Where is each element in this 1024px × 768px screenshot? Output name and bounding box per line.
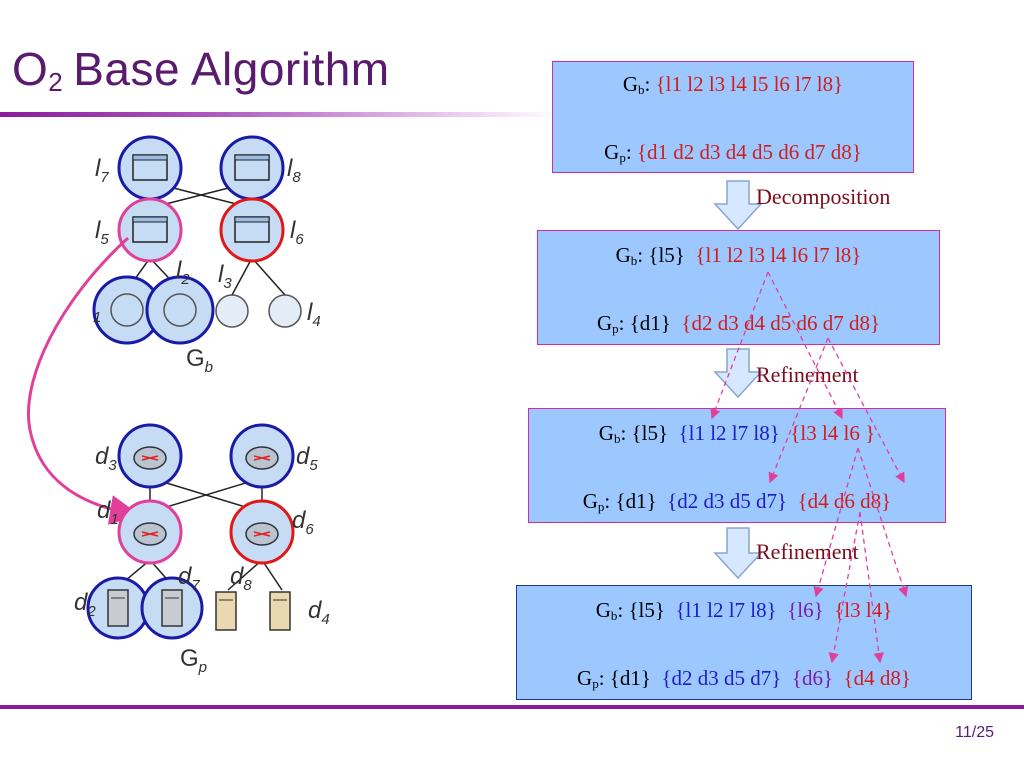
decomposition-label: Decomposition [756, 184, 891, 209]
label-d2: d2 [74, 589, 96, 620]
page-number: 11/25 [955, 724, 994, 741]
label-d4: d4 [308, 597, 330, 628]
title-subscript: 2 [48, 67, 64, 97]
node-d4 [269, 591, 291, 631]
node-l2 [145, 275, 215, 345]
box0-gp-row: Gp: {d1 d2 d3 d4 d5 d6 d7 d8} [604, 140, 862, 165]
label-l8: l8 [287, 155, 301, 186]
slide-title: O2 Base Algorithm [12, 42, 390, 98]
node-l8 [219, 135, 285, 201]
box1-gb-row: Gb: {l5} {l1 l2 l3 l4 l6 l7 l8} [615, 243, 862, 268]
node-l4 [268, 294, 302, 328]
node-l6 [219, 197, 285, 263]
node-d8 [215, 591, 237, 631]
label-l3: l3 [218, 261, 232, 292]
node-l7 [117, 135, 183, 201]
node-d1 [117, 499, 183, 565]
title-underline [0, 112, 560, 117]
label-l6: l6 [290, 217, 304, 248]
label-gb: Gb [186, 345, 213, 376]
edge-d6-d4 [261, 559, 283, 591]
node-l3 [215, 294, 249, 328]
edge-d6-d8 [227, 559, 263, 591]
box0-gb-row: Gb: {l1 l2 l3 l4 l5 l6 l7 l8} [622, 72, 844, 97]
node-l1 [92, 275, 162, 345]
label-d5: d5 [296, 443, 318, 474]
label-d7: d7 [178, 563, 200, 594]
label-d8: d8 [230, 563, 252, 594]
box2-gp-row: Gp: {d1} {d2 d3 d5 d7} {d4 d6 d8} [582, 489, 892, 514]
box2-gb-row: Gb: {l5} {l1 l2 l7 l8} {l3 l4 l6 } [598, 421, 876, 446]
label-d1: d1 [97, 497, 119, 528]
state-box-decomposed: Gb: {l5} {l1 l2 l3 l4 l6 l7 l8} Gp: {d1}… [537, 230, 940, 345]
state-box-refined-1: Gb: {l5} {l1 l2 l7 l8} {l3 l4 l6 } Gp: {… [528, 408, 946, 523]
label-gp: Gp [180, 645, 207, 676]
node-d3 [117, 423, 183, 489]
mapping-arrow [27, 236, 140, 525]
refinement-arrow-2-icon [713, 527, 763, 580]
title-main: O [12, 43, 49, 95]
label-l4: l4 [307, 299, 321, 330]
node-l5 [117, 197, 183, 263]
label-l2: l2 [176, 257, 190, 288]
refinement-label-1: Refinement [756, 362, 859, 387]
label-l7: l7 [95, 155, 109, 186]
box3-gb-row: Gb: {l5} {l1 l2 l7 l8} {l6} {l3 l4} [595, 598, 893, 623]
label-d3: d3 [95, 443, 117, 474]
title-rest: Base Algorithm [73, 43, 390, 95]
edge-l6-l4 [251, 257, 286, 296]
label-l5: l5 [95, 217, 109, 248]
label-d6: d6 [292, 507, 314, 538]
refinement-label-2: Refinement [756, 539, 859, 564]
box1-gp-row: Gp: {d1} {d2 d3 d4 d5 d6 d7 d8} [596, 311, 881, 336]
node-d2 [86, 576, 150, 640]
refinement-arrow-1-icon [713, 348, 763, 399]
footer-rule [0, 705, 1024, 709]
state-box-refined-2: Gb: {l5} {l1 l2 l7 l8} {l6} {l3 l4} Gp: … [516, 585, 972, 700]
node-d5 [229, 423, 295, 489]
label-l1: 1 [93, 309, 101, 326]
edge-l6-l3 [231, 257, 253, 296]
box3-gp-row: Gp: {d1} {d2 d3 d5 d7} {d6} {d4 d8} [577, 666, 911, 691]
decomposition-arrow-icon [713, 180, 763, 231]
node-d6 [229, 499, 295, 565]
state-box-initial: Gb: {l1 l2 l3 l4 l5 l6 l7 l8} Gp: {d1 d2… [552, 61, 914, 173]
node-d7 [140, 576, 204, 640]
